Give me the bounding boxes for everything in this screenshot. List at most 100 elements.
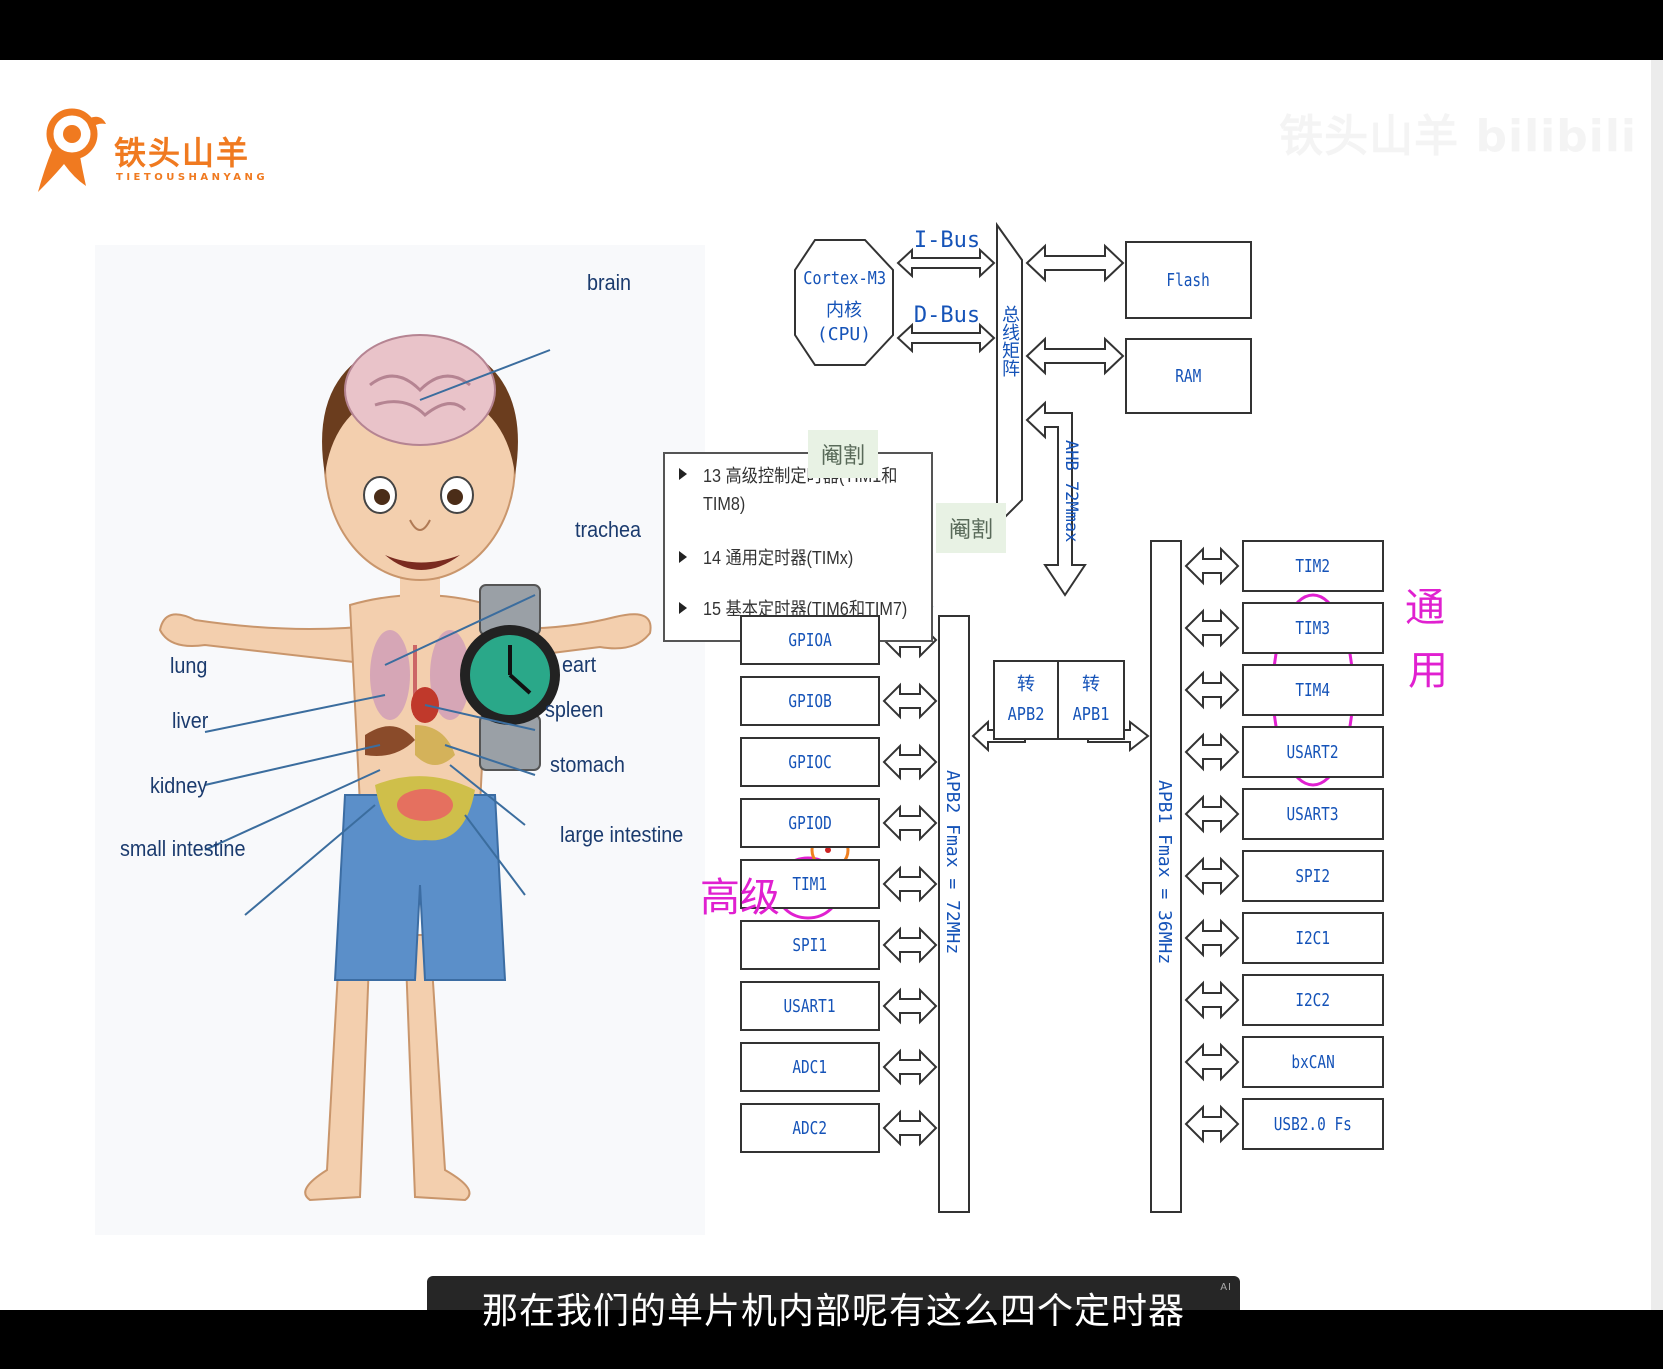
handwriting-general-1: 通	[1405, 585, 1445, 631]
apb1-peripheral-i2c1: I2C1	[1242, 912, 1384, 964]
apb1-bus-arrow	[1184, 918, 1240, 958]
gpiod-orange-dot	[825, 847, 831, 853]
ahb-arrow	[1025, 400, 1087, 597]
cut-label-1: 阉割	[808, 430, 878, 478]
apb1-peripheral-usart3: USART3	[1242, 788, 1384, 840]
label-stomach: stomach	[550, 752, 625, 777]
ai-badge: AI	[1220, 1282, 1232, 1293]
bilibili-watermark: 铁头山羊 bilibili	[1279, 111, 1637, 162]
flash-box: Flash	[1125, 241, 1252, 319]
handwriting-advanced: 高级	[700, 875, 780, 921]
slide: 铁头山羊 TIETOUSHANYANG 铁头山羊 bilibili	[0, 60, 1663, 1310]
dbus-label: D-Bus	[913, 303, 981, 328]
apb2-peripheral-adc2: ADC2	[740, 1103, 880, 1153]
apb1-bus-arrow	[1184, 856, 1240, 896]
apb2-bus-arrow	[882, 682, 938, 720]
apb2-bus-arrow	[882, 1109, 938, 1147]
label-trachea: trachea	[575, 517, 642, 542]
apb2-bus-arrow	[882, 1048, 938, 1086]
apb-bridge-box: 转 APB2 转 APB1	[993, 660, 1125, 740]
apb2-peripheral-gpiob: GPIOB	[740, 676, 880, 726]
apb1-bus-bar	[1150, 540, 1182, 1213]
bullet-icon	[679, 468, 687, 480]
apb2-peripheral-adc1: ADC1	[740, 1042, 880, 1092]
apb2-bus-bar	[938, 615, 970, 1213]
apb1-bus-arrow	[1184, 670, 1240, 710]
apb2-peripheral-spi1: SPI1	[740, 920, 880, 970]
bridge-apb1-label: APB1	[1072, 704, 1110, 725]
apb1-bus-arrow	[1184, 1042, 1240, 1082]
bullet-icon	[679, 602, 687, 614]
bridge-apb1-zhuan: 转	[1082, 674, 1100, 695]
bullet-icon	[679, 551, 687, 563]
apb1-peripheral-bxcan: bxCAN	[1242, 1036, 1384, 1088]
bridge-apb2-zhuan: 转	[1017, 674, 1035, 695]
timer-item-basic: 15 基本定时器(TIM6和TIM7)	[703, 599, 908, 619]
apb2-peripheral-gpioc: GPIOC	[740, 737, 880, 787]
timer-item-advanced-line2: TIM8)	[703, 494, 746, 514]
timer-types-list: 13 高级控制定时器(TIM1和 TIM8) 14 通用定时器(TIMx) 15…	[663, 452, 933, 642]
apb1-peripheral-tim3: TIM3	[1242, 602, 1384, 654]
apb2-bus-label: APB2 Fmax = 72MHz	[942, 770, 963, 955]
apb2-peripheral-tim1: TIM1	[740, 859, 880, 909]
apb1-bus-arrow	[1184, 732, 1240, 772]
brand-name-cn: 铁头山羊	[114, 134, 251, 172]
apb1-bus-arrow	[1184, 980, 1240, 1020]
cut-label-2: 阉割	[936, 503, 1006, 553]
label-kidney: kidney	[150, 773, 208, 798]
label-lung: lung	[170, 653, 208, 678]
apb1-peripheral-spi2: SPI2	[1242, 850, 1384, 902]
cpu-line3: (CPU)	[816, 324, 872, 345]
brand-logo: 铁头山羊 TIETOUSHANYANG	[34, 100, 284, 200]
timer-item-general: 14 通用定时器(TIMx)	[703, 548, 854, 568]
cpu-octagon	[794, 239, 894, 366]
label-liver: liver	[172, 708, 209, 733]
cpu-line2: 内核	[826, 300, 862, 321]
ram-box: RAM	[1125, 338, 1252, 414]
apb1-peripheral-tim2: TIM2	[1242, 540, 1384, 592]
apb1-bus-arrow	[1184, 608, 1240, 648]
label-large-intestine: large intestine	[560, 822, 684, 847]
ibus-label: I-Bus	[913, 228, 981, 253]
apb1-bus-arrow	[1184, 794, 1240, 834]
bridge-apb2: 转 APB2	[995, 662, 1059, 738]
cpu-line1: Cortex-M3	[803, 268, 887, 289]
ibus-arrow	[896, 247, 996, 279]
ram-arrow	[1025, 336, 1125, 376]
flash-arrow	[1025, 243, 1125, 283]
label-brain: brain	[587, 270, 632, 295]
bridge-apb1: 转 APB1	[1059, 662, 1123, 738]
apb2-bus-arrow	[882, 743, 938, 781]
apb2-bus-arrow	[882, 804, 938, 842]
bus-matrix-label: 总线矩阵	[999, 305, 1020, 377]
apb1-peripheral-usb20fs: USB2.0 Fs	[1242, 1098, 1384, 1150]
subtitle-text: 那在我们的单片机内部呢有这么四个定时器	[481, 1291, 1185, 1332]
apb2-peripheral-gpioa: GPIOA	[740, 615, 880, 665]
right-edge-strip	[1651, 60, 1663, 1310]
goat-logo-icon	[38, 108, 106, 192]
apb1-bus-arrow	[1184, 1104, 1240, 1144]
apb2-peripheral-usart1: USART1	[740, 981, 880, 1031]
label-spleen: spleen	[545, 697, 604, 722]
video-top-bar	[0, 0, 1663, 60]
apb2-peripheral-gpiod: GPIOD	[740, 798, 880, 848]
label-heart: eart	[562, 652, 597, 677]
apb1-peripheral-usart2: USART2	[1242, 726, 1384, 778]
bus-matrix-shape	[996, 221, 1023, 528]
human-body-illustration	[158, 334, 652, 1202]
apb1-bus-label: APB1 Fmax = 36MHz	[1154, 780, 1175, 965]
handwriting-general-2: 用	[1408, 648, 1448, 694]
apb1-peripheral-tim4: TIM4	[1242, 664, 1384, 716]
apb2-bus-arrow	[882, 865, 938, 903]
apb1-bus-arrow	[1184, 546, 1240, 586]
bus-architecture-diagram	[774, 221, 1355, 1147]
apb2-bus-arrow	[882, 987, 938, 1025]
label-small-intestine: small intestine	[120, 836, 246, 861]
brand-name-en: TIETOUSHANYANG	[116, 172, 269, 183]
apb1-peripheral-i2c2: I2C2	[1242, 974, 1384, 1026]
ahb-label: AHB 72Mmax	[1061, 440, 1081, 543]
apb2-bus-arrow	[882, 926, 938, 964]
bridge-apb2-label: APB2	[1007, 704, 1045, 725]
dbus-arrow	[896, 322, 996, 354]
video-subtitle: 那在我们的单片机内部呢有这么四个定时器 AI	[427, 1276, 1240, 1340]
